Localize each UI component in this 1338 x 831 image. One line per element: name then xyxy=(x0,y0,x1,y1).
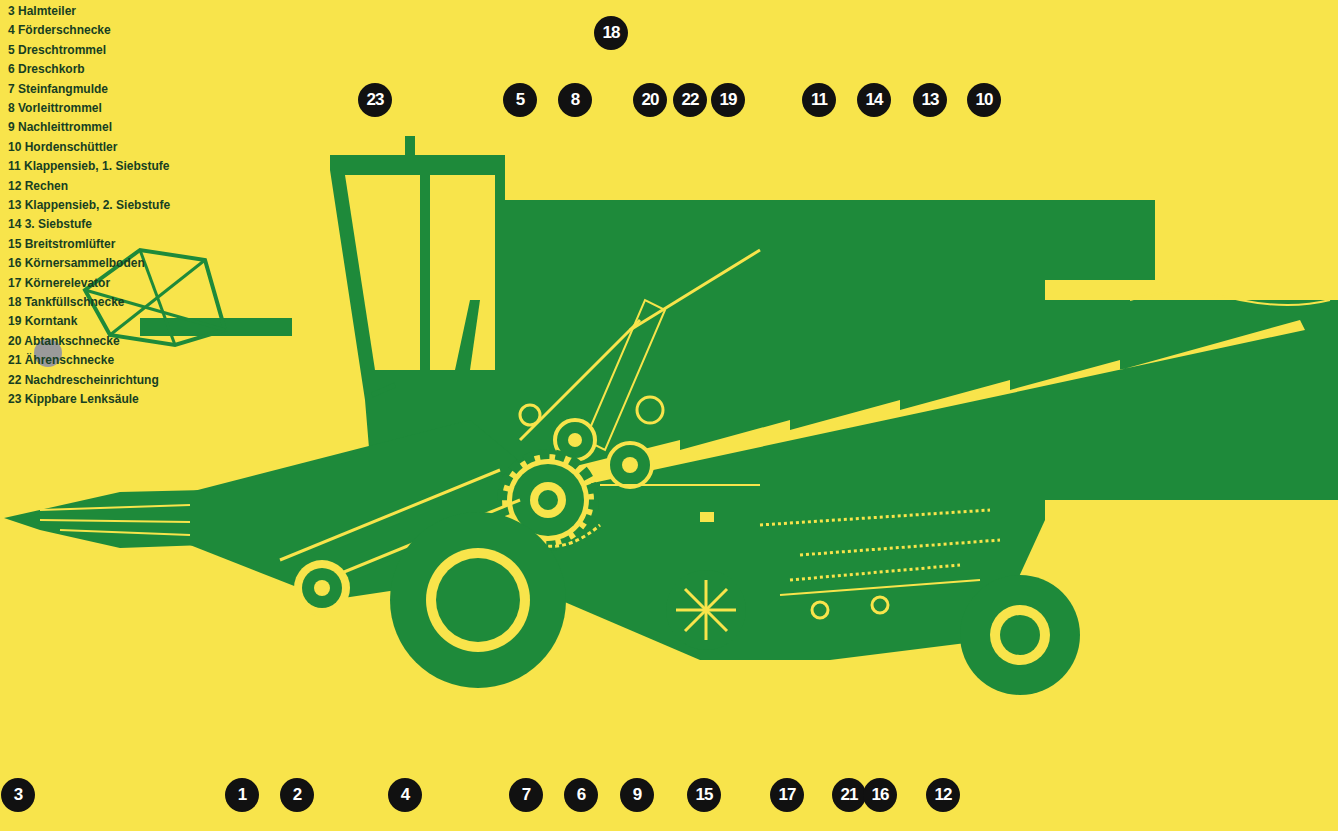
callout-number: 5 xyxy=(503,83,537,117)
callout-text: 3 xyxy=(14,785,22,805)
callout-number: 17 xyxy=(770,778,804,812)
callout-text: 12 xyxy=(935,785,952,805)
callout-number: 7 xyxy=(509,778,543,812)
callout-number: 4 xyxy=(388,778,422,812)
callout-text: 7 xyxy=(522,785,530,805)
legend-entry: 6 Dreschkorb xyxy=(8,62,85,76)
callout-text: 21 xyxy=(841,785,858,805)
callout-text: 2 xyxy=(293,785,301,805)
legend-entry: 18 Tankfüllschnecke xyxy=(8,295,125,309)
callout-text: 14 xyxy=(866,90,883,110)
callout-text: 15 xyxy=(696,785,713,805)
callout-number: 9 xyxy=(620,778,654,812)
legend-entry: 23 Kippbare Lenksäule xyxy=(8,392,139,406)
callout-number: 10 xyxy=(967,83,1001,117)
callout-text: 1 xyxy=(238,785,246,805)
legend-entry: 8 Vorleittrommel xyxy=(8,101,102,115)
callout-number: 22 xyxy=(673,83,707,117)
legend-entry: 9 Nachleittrommel xyxy=(8,120,112,134)
callout-text: 16 xyxy=(872,785,889,805)
callout-text: 13 xyxy=(922,90,939,110)
callout-number: 20 xyxy=(633,83,667,117)
legend-entry: 7 Steinfangmulde xyxy=(8,82,108,96)
callout-text: 5 xyxy=(516,90,524,110)
callout-number: 1 xyxy=(225,778,259,812)
legend-entry: 10 Hordenschüttler xyxy=(8,140,117,154)
callout-text: 9 xyxy=(633,785,641,805)
callout-number: 23 xyxy=(358,83,392,117)
legend-entry: 14 3. Siebstufe xyxy=(8,217,92,231)
callout-text: 23 xyxy=(367,90,384,110)
legend-entry: 15 Breitstromlüfter xyxy=(8,237,115,251)
callout-text: 4 xyxy=(401,785,409,805)
legend-entry: 13 Klappensieb, 2. Siebstufe xyxy=(8,198,170,212)
legend-entry: 20 Abtankschnecke xyxy=(8,334,120,348)
callout-text: 19 xyxy=(720,90,737,110)
legend-entry: 3 Halmteiler xyxy=(8,4,76,18)
legend-entry: 11 Klappensieb, 1. Siebstufe xyxy=(8,159,169,173)
callout-number: 11 xyxy=(802,83,836,117)
callout-text: 17 xyxy=(779,785,796,805)
callout-number: 6 xyxy=(564,778,598,812)
legend-entry: 16 Körnersammelboden xyxy=(8,256,145,270)
callout-number: 18 xyxy=(594,16,628,50)
callout-number: 13 xyxy=(913,83,947,117)
callout-text: 6 xyxy=(577,785,585,805)
callout-number: 19 xyxy=(711,83,745,117)
callout-number: 12 xyxy=(926,778,960,812)
callout-number: 15 xyxy=(687,778,721,812)
callout-text: 22 xyxy=(682,90,699,110)
callout-text: 11 xyxy=(811,90,827,110)
callout-number: 16 xyxy=(863,778,897,812)
legend-entry: 4 Förderschnecke xyxy=(8,23,111,37)
callout-text: 18 xyxy=(603,23,620,43)
callout-number: 8 xyxy=(558,83,592,117)
callout-number: 3 xyxy=(1,778,35,812)
callout-text: 10 xyxy=(976,90,993,110)
legend-entry: 22 Nachdrescheinrichtung xyxy=(8,373,159,387)
legend-entry: 12 Rechen xyxy=(8,179,68,193)
callout-number: 14 xyxy=(857,83,891,117)
legend-entry: 5 Dreschtrommel xyxy=(8,43,106,57)
legend-entry: 21 Ährenschnecke xyxy=(8,353,114,367)
callout-number: 21 xyxy=(832,778,866,812)
legend-entry: 17 Körnerelevator xyxy=(8,276,110,290)
callout-text: 20 xyxy=(642,90,659,110)
callout-text: 8 xyxy=(571,90,579,110)
callout-number: 2 xyxy=(280,778,314,812)
legend-entry: 19 Korntank xyxy=(8,314,77,328)
